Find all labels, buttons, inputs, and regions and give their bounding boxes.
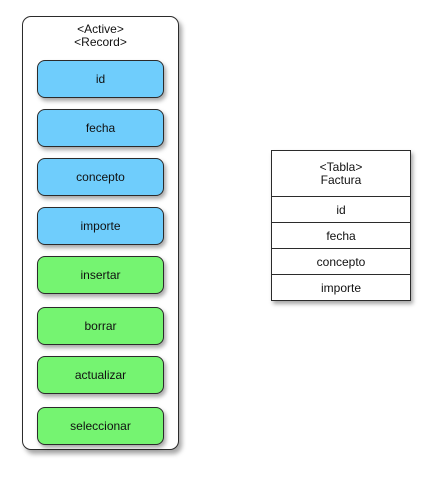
tabla-column-concepto: concepto: [272, 249, 410, 275]
method-insertar: insertar: [37, 256, 164, 294]
active-record-box: <Active> <Record> id fecha concepto impo…: [22, 16, 179, 450]
tabla-title-line1: <Tabla>: [319, 159, 363, 174]
tabla-column-fecha: fecha: [272, 223, 410, 249]
tabla-column-importe: importe: [320, 280, 361, 295]
active-record-title-line2: <Record>: [74, 35, 127, 49]
tabla-title-line2: Factura: [320, 172, 362, 187]
active-record-title: <Active> <Record>: [23, 23, 178, 49]
attribute-id: id: [37, 60, 164, 98]
method-borrar: borrar: [37, 307, 164, 345]
tabla-column-id: id: [272, 197, 410, 223]
tabla-factura-box: <Tabla> Factura id fecha concepto import…: [271, 150, 411, 301]
attribute-fecha: fecha: [37, 109, 164, 147]
method-seleccionar: seleccionar: [37, 407, 164, 445]
attribute-importe: importe: [37, 207, 164, 245]
method-actualizar: actualizar: [37, 356, 164, 394]
active-record-title-line1: <Active>: [77, 22, 124, 36]
attribute-concepto: concepto: [37, 158, 164, 196]
tabla-header: <Tabla> Factura: [272, 151, 410, 197]
